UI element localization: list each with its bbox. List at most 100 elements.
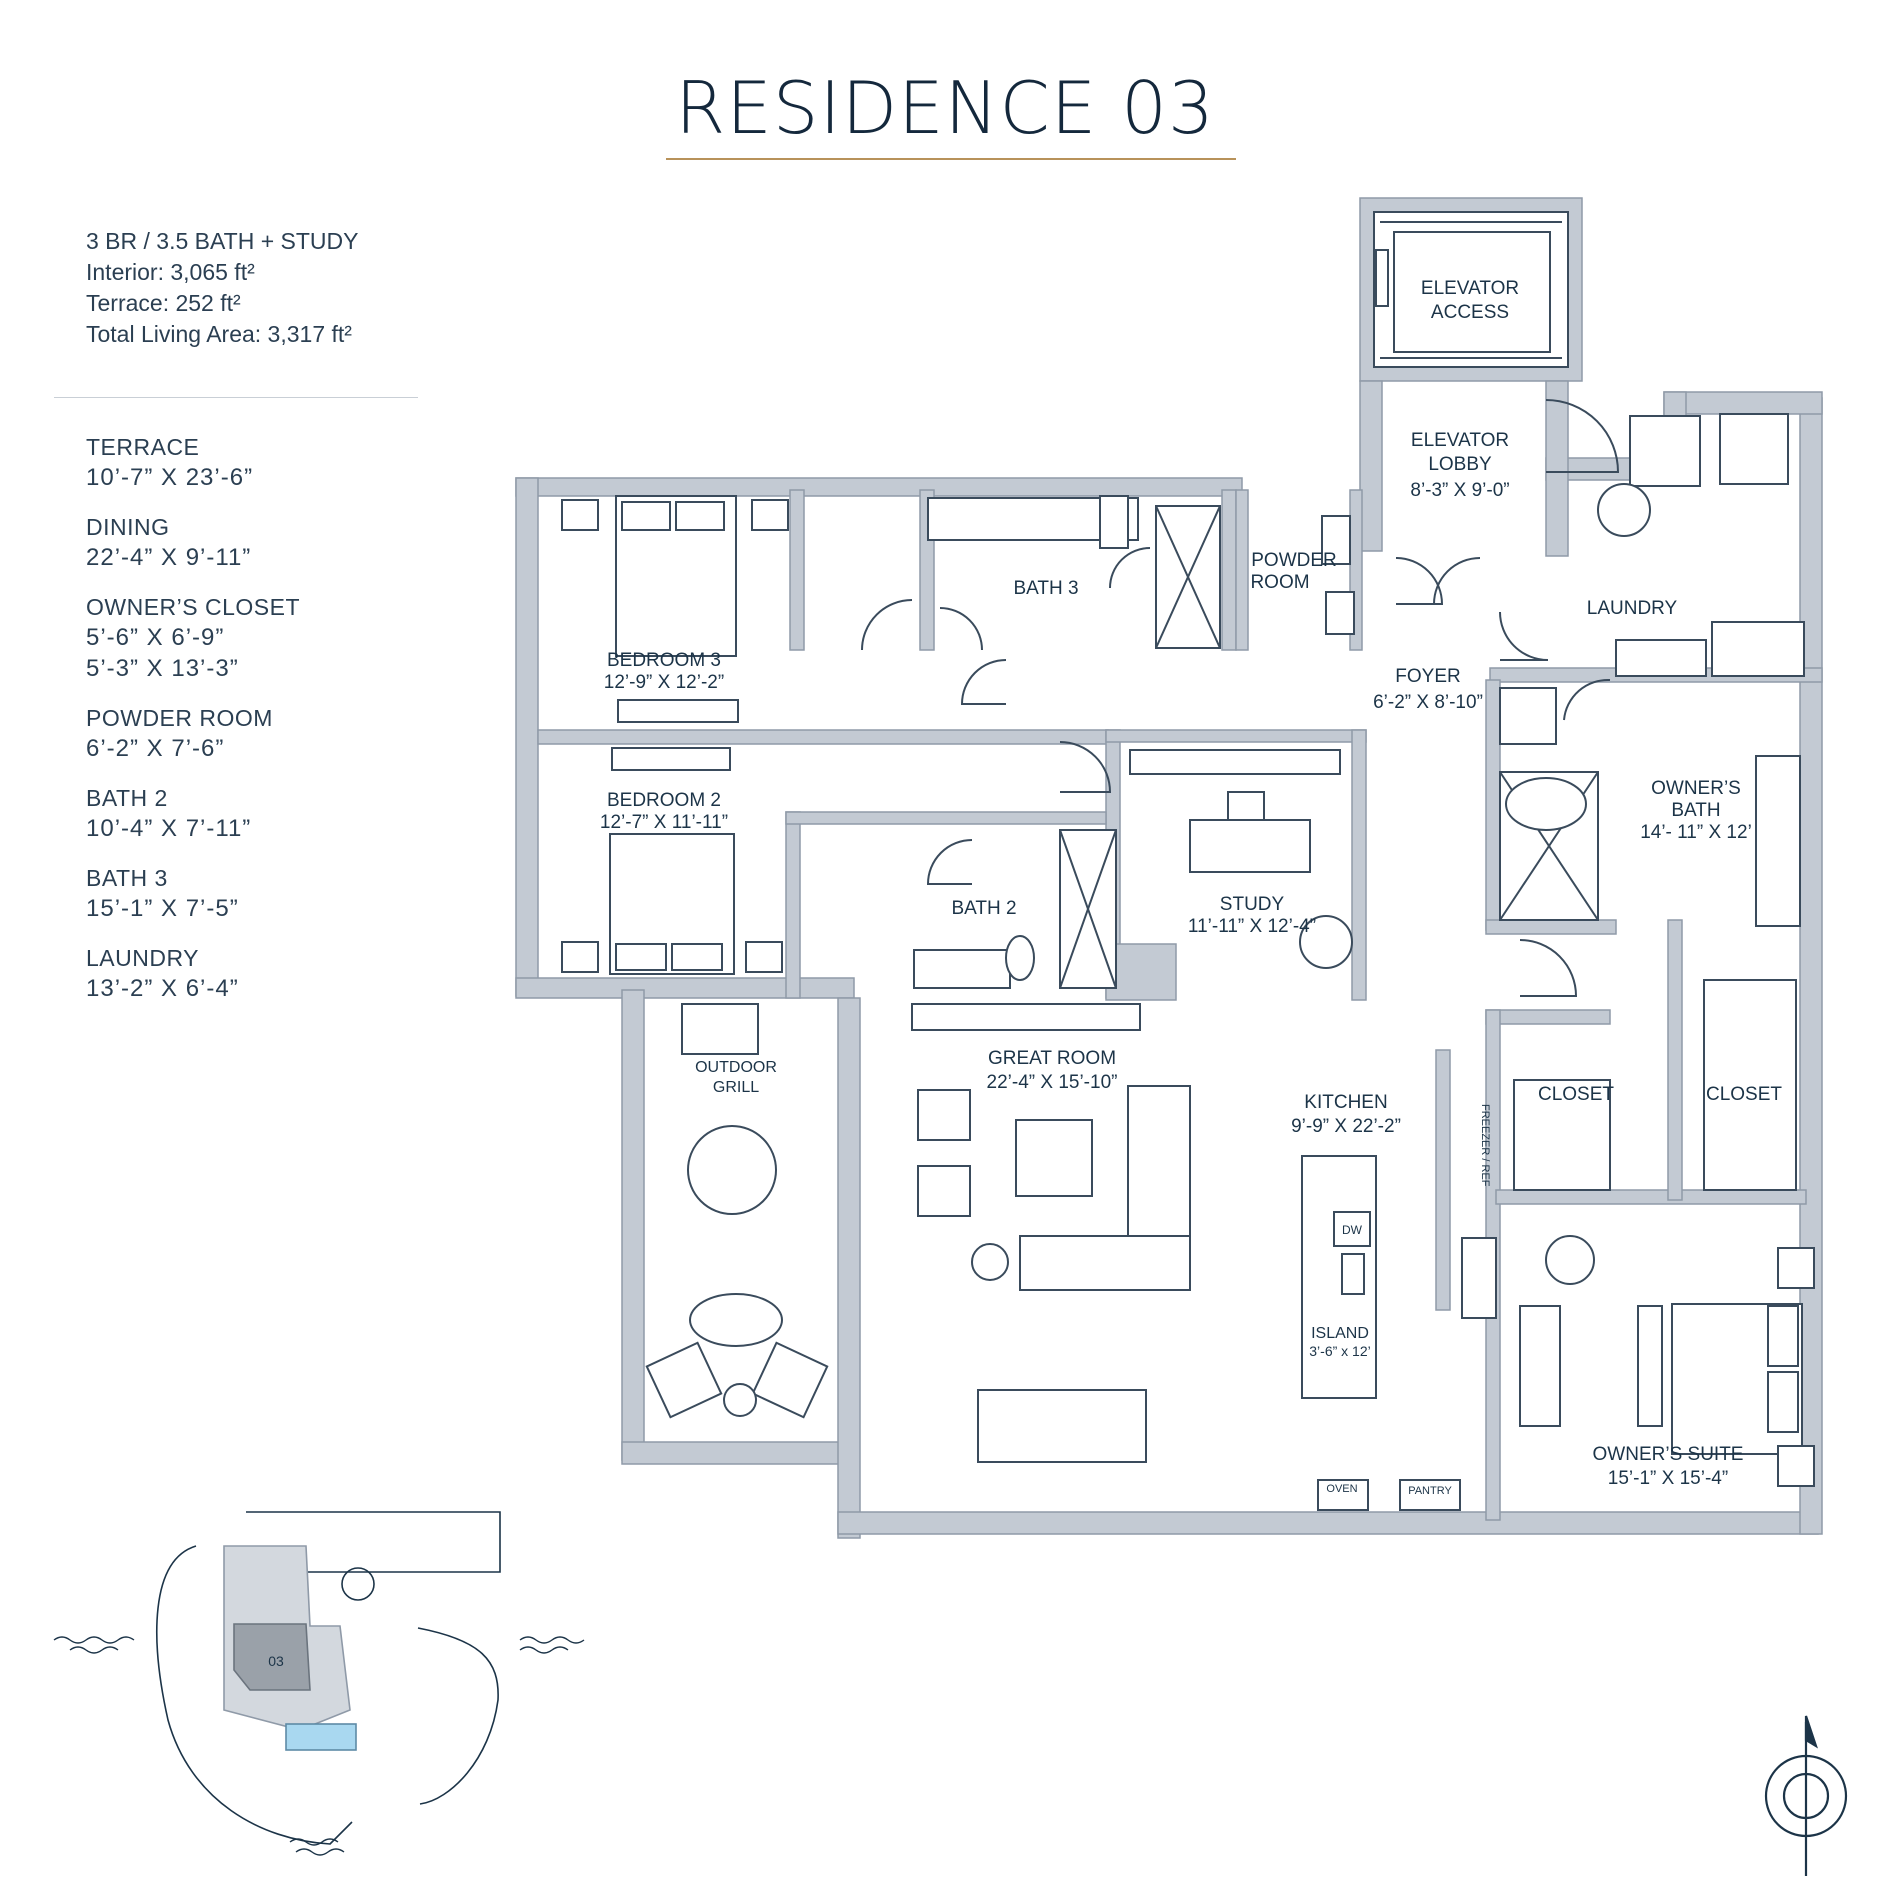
dim-bedroom2: 12’-7” X 11’-11” (600, 812, 728, 833)
label-freezer: FREEZER / REF (1479, 1104, 1491, 1187)
bathtub (1505, 777, 1587, 831)
sink-powder (1325, 591, 1355, 635)
dim-owners-bath: 14’- 11” X 12’ (1640, 822, 1752, 843)
wall-west (515, 477, 539, 997)
study-shelf (1129, 749, 1341, 775)
unit-03-highlight (233, 1623, 311, 1691)
dresser-bedroom2 (611, 747, 731, 771)
dim-entry-laundry: LAUNDRY 13’-2” X 6’-4” (86, 943, 446, 1004)
ottoman (689, 1293, 783, 1347)
elevator-counterweight (1375, 249, 1389, 307)
study-armchair (1299, 915, 1353, 969)
wall-study-pier (1105, 943, 1177, 1001)
armchair (917, 1089, 971, 1141)
dim-value: 5’-3” X 13’-3” (86, 655, 239, 682)
suite-armchair (1545, 1235, 1595, 1285)
dim-entry-bath-2: BATH 2 10’-4” X 7’-11” (86, 783, 446, 844)
label-oven: OVEN (1326, 1483, 1357, 1495)
dim-great-room: 22’-4” X 15’-10” (987, 1072, 1118, 1093)
key-plan: 03 (53, 1511, 585, 1856)
washer (1719, 413, 1789, 485)
dim-island: 3’-6” x 12’ (1309, 1343, 1370, 1359)
media-console (911, 1003, 1141, 1031)
doors (861, 399, 1620, 997)
dim-entry-powder-room: POWDER ROOM 6’-2” X 7’-6” (86, 703, 446, 764)
dim-value: 10’-7” X 23’-6” (86, 464, 254, 491)
dim-entry-terrace: TERRACE 10’-7” X 23’-6” (86, 432, 446, 493)
armchair (917, 1165, 971, 1217)
dryer (1629, 415, 1701, 487)
fixtures (561, 413, 1815, 1511)
desk-chair (1227, 791, 1265, 821)
label-elevator-access: ELEVATOR (1421, 278, 1519, 299)
wall-bed3-east (789, 489, 805, 651)
label-pantry: PANTRY (1408, 1485, 1452, 1497)
dim-entry-dining: DINING 22’-4” X 9’-11” (86, 512, 446, 573)
wall-terrace-west (621, 989, 645, 1461)
title-underline (666, 158, 1236, 160)
dim-label: POWDER ROOM (86, 705, 273, 731)
wall-great-room-west (837, 997, 861, 1539)
nightstand (561, 499, 599, 531)
dim-value: 10’-4” X 7’-11” (86, 815, 252, 842)
dishwasher (1333, 1211, 1371, 1247)
label-powder-room: ROOM (1250, 572, 1309, 593)
wall-bed3-bed2 (537, 729, 1109, 745)
label-island: ISLAND (1311, 1325, 1369, 1342)
dim-label: LAUNDRY (86, 945, 199, 971)
dim-label: BATH 2 (86, 785, 168, 811)
label-great-room: GREAT ROOM (988, 1048, 1116, 1069)
pillow (675, 501, 725, 531)
dim-bedroom3: 12’-9” X 12’-2” (604, 672, 724, 693)
label-closet-left: CLOSET (1538, 1084, 1614, 1105)
pillow (671, 943, 723, 971)
room-labels: ELEVATOR ACCESS ELEVATOR LOBBY 8’-3” X 9… (600, 278, 1782, 1497)
wall-powder-west (1235, 489, 1249, 651)
toilet-powder (1321, 515, 1351, 565)
wall-lobby-west (1359, 380, 1383, 552)
dim-label: DINING (86, 514, 170, 540)
nightstand (1777, 1445, 1815, 1487)
dim-owners-suite: 15’-1” X 15’-4” (1608, 1468, 1728, 1489)
label-outdoor-grill: OUTDOOR (695, 1059, 777, 1076)
outdoor-grill (681, 1003, 759, 1055)
label-foyer: FOYER (1395, 666, 1460, 687)
wall-terrace-south (621, 1441, 853, 1465)
unit-summary: 3 BR / 3.5 BATH + STUDY Interior: 3,065 … (86, 226, 358, 350)
dim-label: OWNER’S CLOSET (86, 594, 301, 620)
dim-entry-bath-3: BATH 3 15’-1” X 7’-5” (86, 863, 446, 924)
nightstand (1777, 1247, 1815, 1289)
dining-table (977, 1389, 1147, 1463)
dim-elevator-lobby: 8’-3” X 9’-0” (1410, 480, 1509, 501)
side-table (971, 1243, 1009, 1281)
pool (285, 1723, 357, 1751)
wall-closet-top (1485, 1009, 1611, 1025)
total-area: Total Living Area: 3,317 ft² (86, 321, 352, 347)
wall-study-east (1351, 729, 1367, 1001)
dim-label: BATH 3 (86, 865, 168, 891)
label-elevator-lobby: ELEVATOR (1411, 430, 1509, 451)
lounge-chair (645, 1341, 723, 1419)
elevator-cab (1393, 231, 1551, 353)
dim-label: TERRACE (86, 434, 200, 460)
vanity-bath2 (913, 949, 1011, 989)
elevator (1373, 211, 1569, 368)
wall-bath2-north (785, 811, 1107, 825)
dim-value: 5’-6” X 6’-9” (86, 624, 225, 651)
closet-right-floor (1703, 979, 1797, 1191)
study-desk (1189, 819, 1311, 873)
label-bath2: BATH 2 (951, 898, 1016, 919)
pillow (615, 943, 667, 971)
bench (1637, 1305, 1663, 1427)
closet-left-floor (1513, 1079, 1611, 1191)
pillow (621, 501, 671, 531)
side-table (723, 1383, 757, 1417)
label-owners-bath: BATH (1671, 800, 1720, 821)
sectional-base (1019, 1235, 1191, 1291)
label-dw: DW (1342, 1223, 1363, 1237)
toilet (1099, 495, 1129, 549)
wall-ownersbath-west (1485, 679, 1501, 931)
label-outdoor-grill: GRILL (713, 1079, 759, 1096)
label-owners-suite: OWNER’S SUITE (1593, 1444, 1744, 1465)
